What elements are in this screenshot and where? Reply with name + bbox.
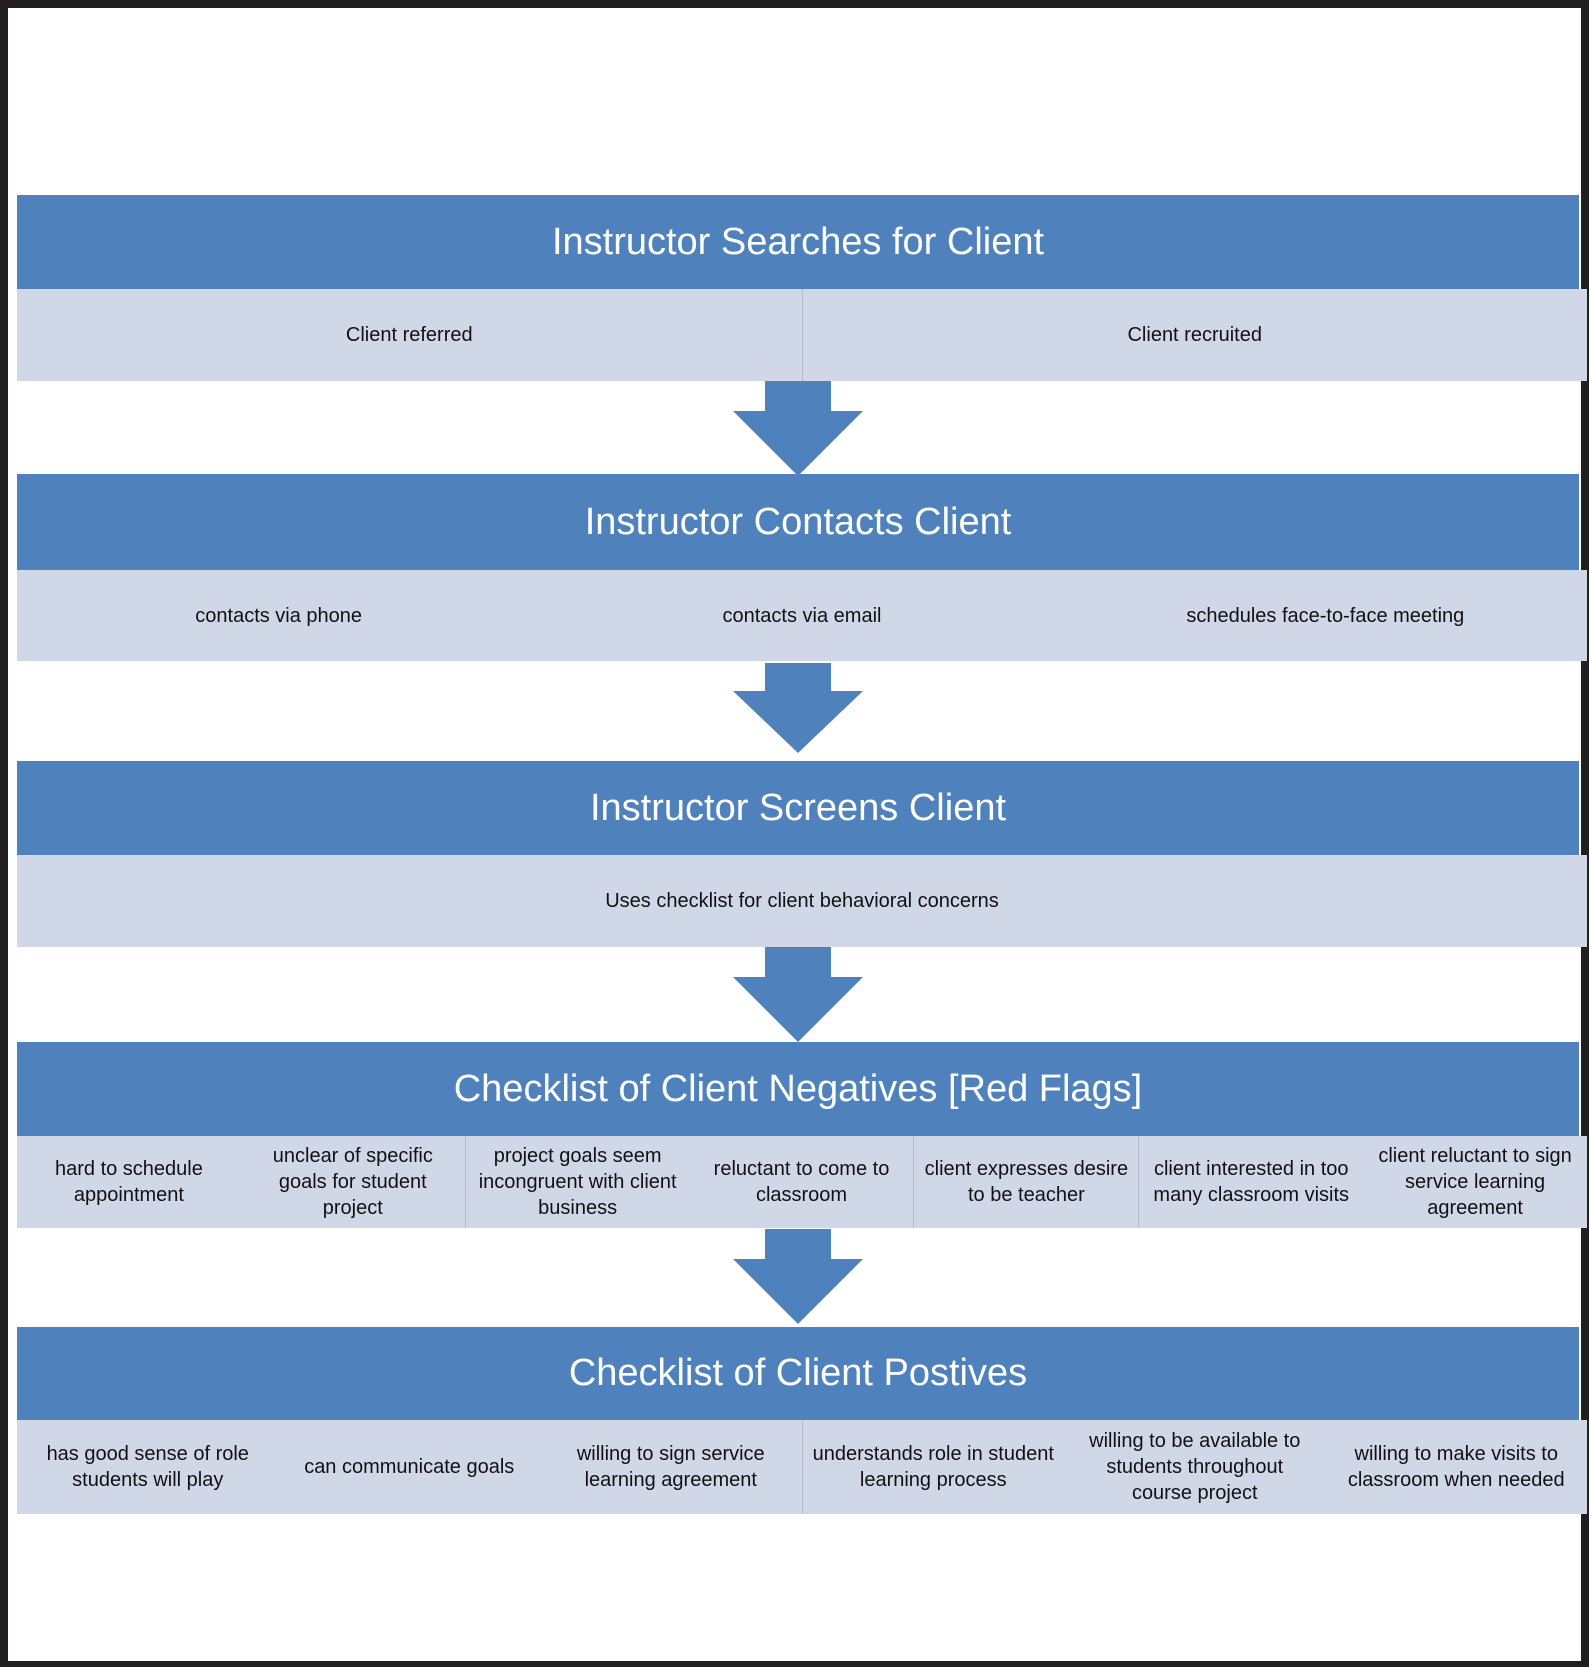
step-item: project goals seem incongruent with clie… [464, 1136, 690, 1228]
step-item: hard to schedule appointment [54, 1158, 203, 1206]
step-item: has good sense of role students will pla… [46, 1443, 249, 1491]
down-arrow-icon [733, 947, 863, 1047]
step-title: Instructor Screens Client [589, 786, 1007, 829]
step-title: Instructor Searches for Client [551, 220, 1045, 263]
step-items-positives: has good sense of role students will pla… [17, 1420, 1587, 1514]
step-item: contacts via phone [195, 604, 363, 627]
step-header-screens: Instructor Screens Client [17, 761, 1579, 855]
step-title: Checklist of Client Negatives [Red Flags… [453, 1067, 1143, 1110]
step-header-positives: Checklist of Client Postives [17, 1327, 1579, 1420]
step-item: Client referred [345, 324, 473, 346]
step-item: willing to sign service learning agreeme… [576, 1443, 765, 1491]
step-item: contacts via email [722, 604, 882, 627]
step-item: schedules face-to-face meeting [1186, 604, 1465, 627]
step-item: reluctant to come to classroom [713, 1158, 890, 1206]
down-arrow-icon [733, 381, 863, 481]
step-items-negatives: hard to schedule appointment unclear of … [17, 1136, 1587, 1228]
step-item: Client recruited [801, 289, 1588, 381]
step-items-searches: Client referred Client recruited [17, 289, 1587, 381]
step-header-searches: Instructor Searches for Client [17, 195, 1579, 289]
step-item: Uses checklist for client behavioral con… [605, 890, 999, 912]
step-items-screens: Uses checklist for client behavioral con… [17, 855, 1587, 947]
step-item: unclear of specific goals for student pr… [272, 1145, 433, 1219]
step-title: Instructor Contacts Client [584, 500, 1012, 543]
step-item: willing to make visits to classroom when… [1347, 1443, 1565, 1491]
step-items-contacts: contacts via phone contacts via email sc… [17, 570, 1587, 661]
step-item: understands role in student learning pro… [801, 1420, 1065, 1514]
step-title: Checklist of Client Postives [568, 1352, 1028, 1394]
step-item: can communicate goals [304, 1456, 515, 1478]
step-item: client reluctant to sign service learnin… [1378, 1145, 1572, 1219]
step-item: client interested in too many classroom … [1138, 1136, 1363, 1228]
step-item: willing to be available to students thro… [1089, 1430, 1301, 1504]
step-header-negatives: Checklist of Client Negatives [Red Flags… [17, 1042, 1579, 1136]
down-arrow-icon [733, 1229, 863, 1329]
step-header-contacts: Instructor Contacts Client [17, 474, 1579, 570]
down-arrow-icon [733, 663, 863, 763]
step-item: client expresses desire to be teacher [913, 1136, 1138, 1228]
